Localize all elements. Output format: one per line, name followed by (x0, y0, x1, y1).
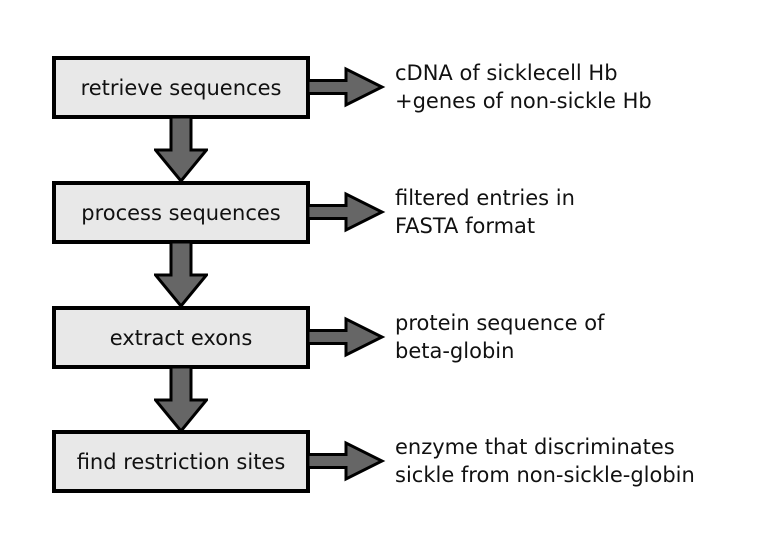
step-box-process-sequences: process sequences (52, 181, 310, 244)
step-output-line: filtered entries in (395, 186, 575, 210)
step-output-line: enzyme that discriminates (395, 435, 675, 459)
step-output-line: sickle from non-sickle-globin (395, 463, 695, 487)
step-label: find restriction sites (76, 449, 286, 474)
down-arrow-icon (154, 117, 208, 183)
step-output-line: FASTA format (395, 214, 536, 238)
step-output-line: +genes of non-sickle Hb (395, 89, 652, 113)
step-output-line: cDNA of sicklecell Hb (395, 61, 618, 85)
step-output: enzyme that discriminates sickle from no… (395, 433, 695, 489)
down-arrow-icon (154, 367, 208, 433)
step-label: retrieve sequences (80, 75, 282, 100)
step-box-extract-exons: extract exons (52, 306, 310, 369)
step-box-retrieve-sequences: retrieve sequences (52, 56, 310, 119)
step-output: protein sequence of beta-globin (395, 309, 604, 365)
step-output: filtered entries in FASTA format (395, 184, 575, 240)
right-arrow-icon (308, 66, 386, 108)
step-output: cDNA of sicklecell Hb +genes of non-sick… (395, 59, 652, 115)
step-label: process sequences (81, 200, 281, 225)
right-arrow-icon (308, 440, 386, 482)
step-label: extract exons (109, 325, 253, 350)
step-output-line: beta-globin (395, 339, 515, 363)
down-arrow-icon (154, 242, 208, 308)
right-arrow-icon (308, 316, 386, 358)
step-box-find-restriction-sites: find restriction sites (52, 430, 310, 493)
step-output-line: protein sequence of (395, 311, 605, 335)
right-arrow-icon (308, 191, 386, 233)
